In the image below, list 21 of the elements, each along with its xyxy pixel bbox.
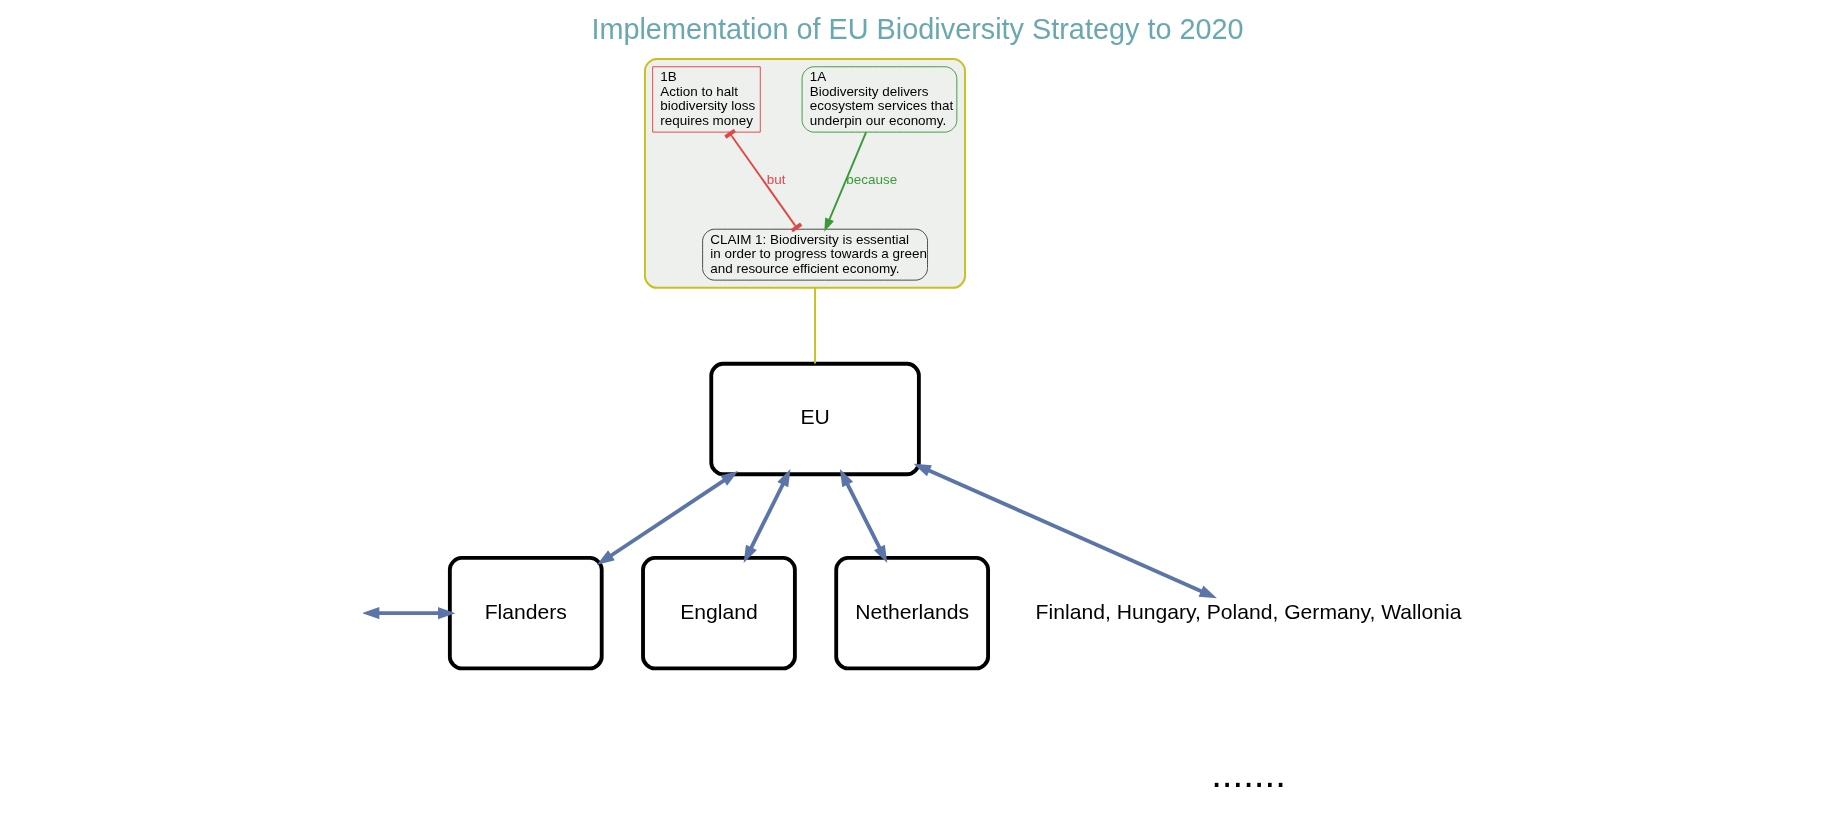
arrow: [597, 471, 739, 565]
arrow: [913, 463, 1217, 599]
diagram-title: Implementation of EU Biodiversity Strategy to 2020: [591, 12, 1244, 45]
edge-label: because: [846, 172, 898, 188]
node-box: Netherlands: [834, 556, 990, 671]
arrow: [743, 469, 791, 563]
connector: [724, 128, 803, 233]
node-box: Flanders: [447, 556, 604, 671]
node-text: Finland, Hungary, Poland, Germany, Wallonia: [1035, 599, 1462, 623]
connector: [814, 286, 817, 365]
cluster: [644, 58, 966, 289]
node-box: CLAIM 1: Biodiversity is essential in order to progress towards a green and resource efficient economy.: [702, 228, 928, 281]
arrow: [839, 469, 888, 563]
node-box: EU: [709, 361, 921, 477]
label: .......: [1211, 751, 1286, 795]
node-box: 1A Biodiversity delivers ecosystem services that underpin our economy.: [801, 66, 958, 133]
arrow: [363, 607, 456, 620]
node-box: England: [641, 556, 797, 671]
arrow: [824, 131, 868, 232]
node-box: 1B Action to halt biodiversity loss requires money: [652, 66, 761, 133]
edge-label: but: [766, 172, 786, 188]
